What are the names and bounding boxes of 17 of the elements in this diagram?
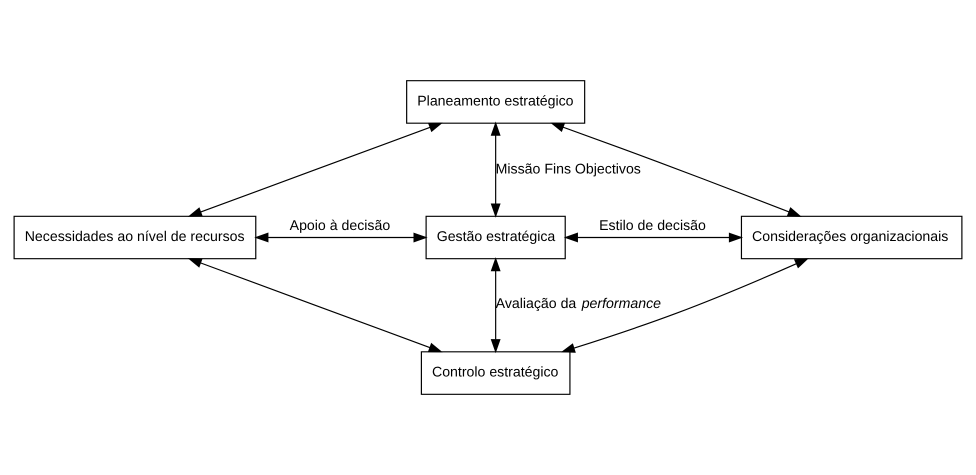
arrow — [490, 122, 501, 218]
arrow — [550, 122, 802, 217]
edge-label: Avaliação da performance — [496, 294, 662, 311]
node-box: Necessidades ao nível de recursos — [14, 216, 256, 260]
node-box: Considerações organizacionais — [740, 216, 962, 260]
arrow — [188, 258, 443, 352]
node-box: Planeamento estratégico — [406, 80, 586, 124]
arrow — [188, 122, 443, 217]
arrow — [254, 232, 428, 242]
node-box: Controlo estratégico — [420, 351, 571, 395]
arrow — [564, 232, 744, 242]
edge-label: Missão Fins Objectivos — [496, 160, 641, 176]
arrow — [560, 258, 809, 353]
edge-label: Apoio à decisão — [290, 216, 390, 233]
node-box: Gestão estratégica — [426, 216, 566, 260]
arrow — [490, 257, 501, 354]
edge-label: Estilo de decisão — [599, 216, 706, 233]
